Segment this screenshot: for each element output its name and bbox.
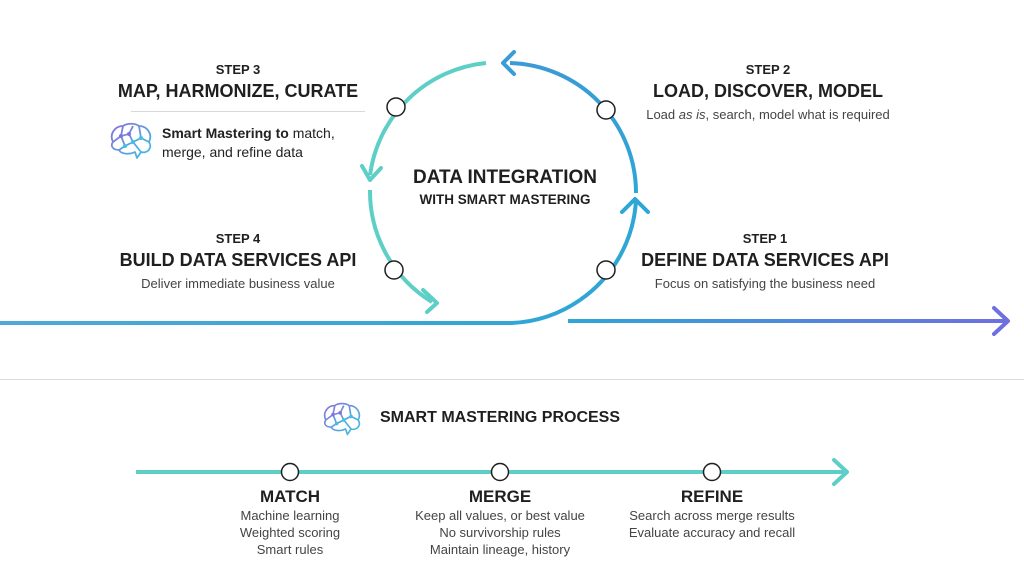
process-title: SMART MASTERING PROCESS: [380, 409, 621, 426]
step1-title: DEFINE DATA SERVICES API: [641, 250, 889, 270]
match-node: [280, 462, 300, 482]
step1-block: STEP 1 DEFINE DATA SERVICES API Focus on…: [627, 231, 903, 291]
brain-network-icon: [110, 122, 152, 159]
stage-merge: MERGE Keep all values, or best value No …: [390, 487, 610, 558]
step2-number: STEP 2: [745, 62, 791, 77]
step1-description: Focus on satisfying the business need: [654, 276, 876, 291]
cycle-title: DATA INTEGRATION: [413, 167, 597, 188]
step3-desc-bold: Smart Mastering to: [162, 125, 289, 141]
brain-network-icon: [323, 402, 361, 436]
stage-line: Evaluate accuracy and recall: [628, 525, 796, 540]
step3-block: STEP 3 MAP, HARMONIZE, CURATE: [100, 62, 376, 102]
stage-line: No survivorship rules: [439, 525, 561, 540]
step4-node: [384, 260, 404, 280]
step4-description: Deliver immediate business value: [141, 276, 335, 291]
step2-desc-pre: Load: [646, 107, 679, 122]
cycle-arc-left-lower: [367, 189, 434, 304]
step2-node: [596, 100, 616, 120]
step4-title: BUILD DATA SERVICES API: [119, 250, 357, 270]
arrow-right-output: [992, 306, 1010, 336]
arrow-down-right: [421, 288, 439, 314]
step4-block: STEP 4 BUILD DATA SERVICES API Deliver i…: [100, 231, 376, 291]
step3-description: Smart Mastering to match, merge, and ref…: [162, 124, 372, 162]
cycle-arc-right: [578, 199, 638, 302]
stage-line: Keep all values, or best value: [415, 508, 585, 523]
step3-number: STEP 3: [215, 62, 261, 77]
step3-desc-rest2: merge, and refine data: [162, 144, 303, 160]
step2-description: Load as is, search, model what is requir…: [630, 107, 906, 122]
cycle-arc-right-upper: [509, 61, 638, 194]
input-flow-line: [0, 298, 582, 325]
refine-node: [702, 462, 722, 482]
step3-divider: [131, 111, 365, 112]
stage-title: REFINE: [680, 487, 744, 506]
cycle-subtitle: WITH SMART MASTERING: [419, 192, 591, 207]
arrow-left-top: [501, 50, 516, 76]
stage-title: MERGE: [468, 487, 532, 506]
stage-refine: REFINE Search across merge results Evalu…: [602, 487, 822, 541]
step2-desc-post: , search, model what is required: [705, 107, 890, 122]
stage-line: Machine learning: [240, 508, 340, 523]
stage-line: Search across merge results: [629, 508, 795, 523]
arrow-up-right: [620, 197, 650, 214]
cycle-arc-left-upper: [368, 61, 487, 176]
step3-node: [386, 97, 406, 117]
step1-node: [596, 260, 616, 280]
stage-match: MATCH Machine learning Weighted scoring …: [190, 487, 390, 558]
arrow-down-left: [360, 164, 383, 182]
stage-line: Weighted scoring: [239, 525, 341, 540]
step4-number: STEP 4: [215, 231, 261, 246]
merge-node: [490, 462, 510, 482]
stage-line: Smart rules: [256, 542, 324, 557]
step2-block: STEP 2 LOAD, DISCOVER, MODEL Load as is,…: [630, 62, 906, 122]
step2-title: LOAD, DISCOVER, MODEL: [652, 81, 883, 101]
stage-line: Maintain lineage, history: [429, 542, 571, 557]
section-divider: [0, 379, 1024, 380]
step3-desc-rest1: match,: [288, 125, 335, 141]
step3-title: MAP, HARMONIZE, CURATE: [117, 81, 359, 101]
step2-desc-em: as is: [678, 107, 706, 122]
stage-title: MATCH: [259, 487, 321, 506]
step1-number: STEP 1: [742, 231, 788, 246]
process-arrow-head: [832, 458, 849, 486]
